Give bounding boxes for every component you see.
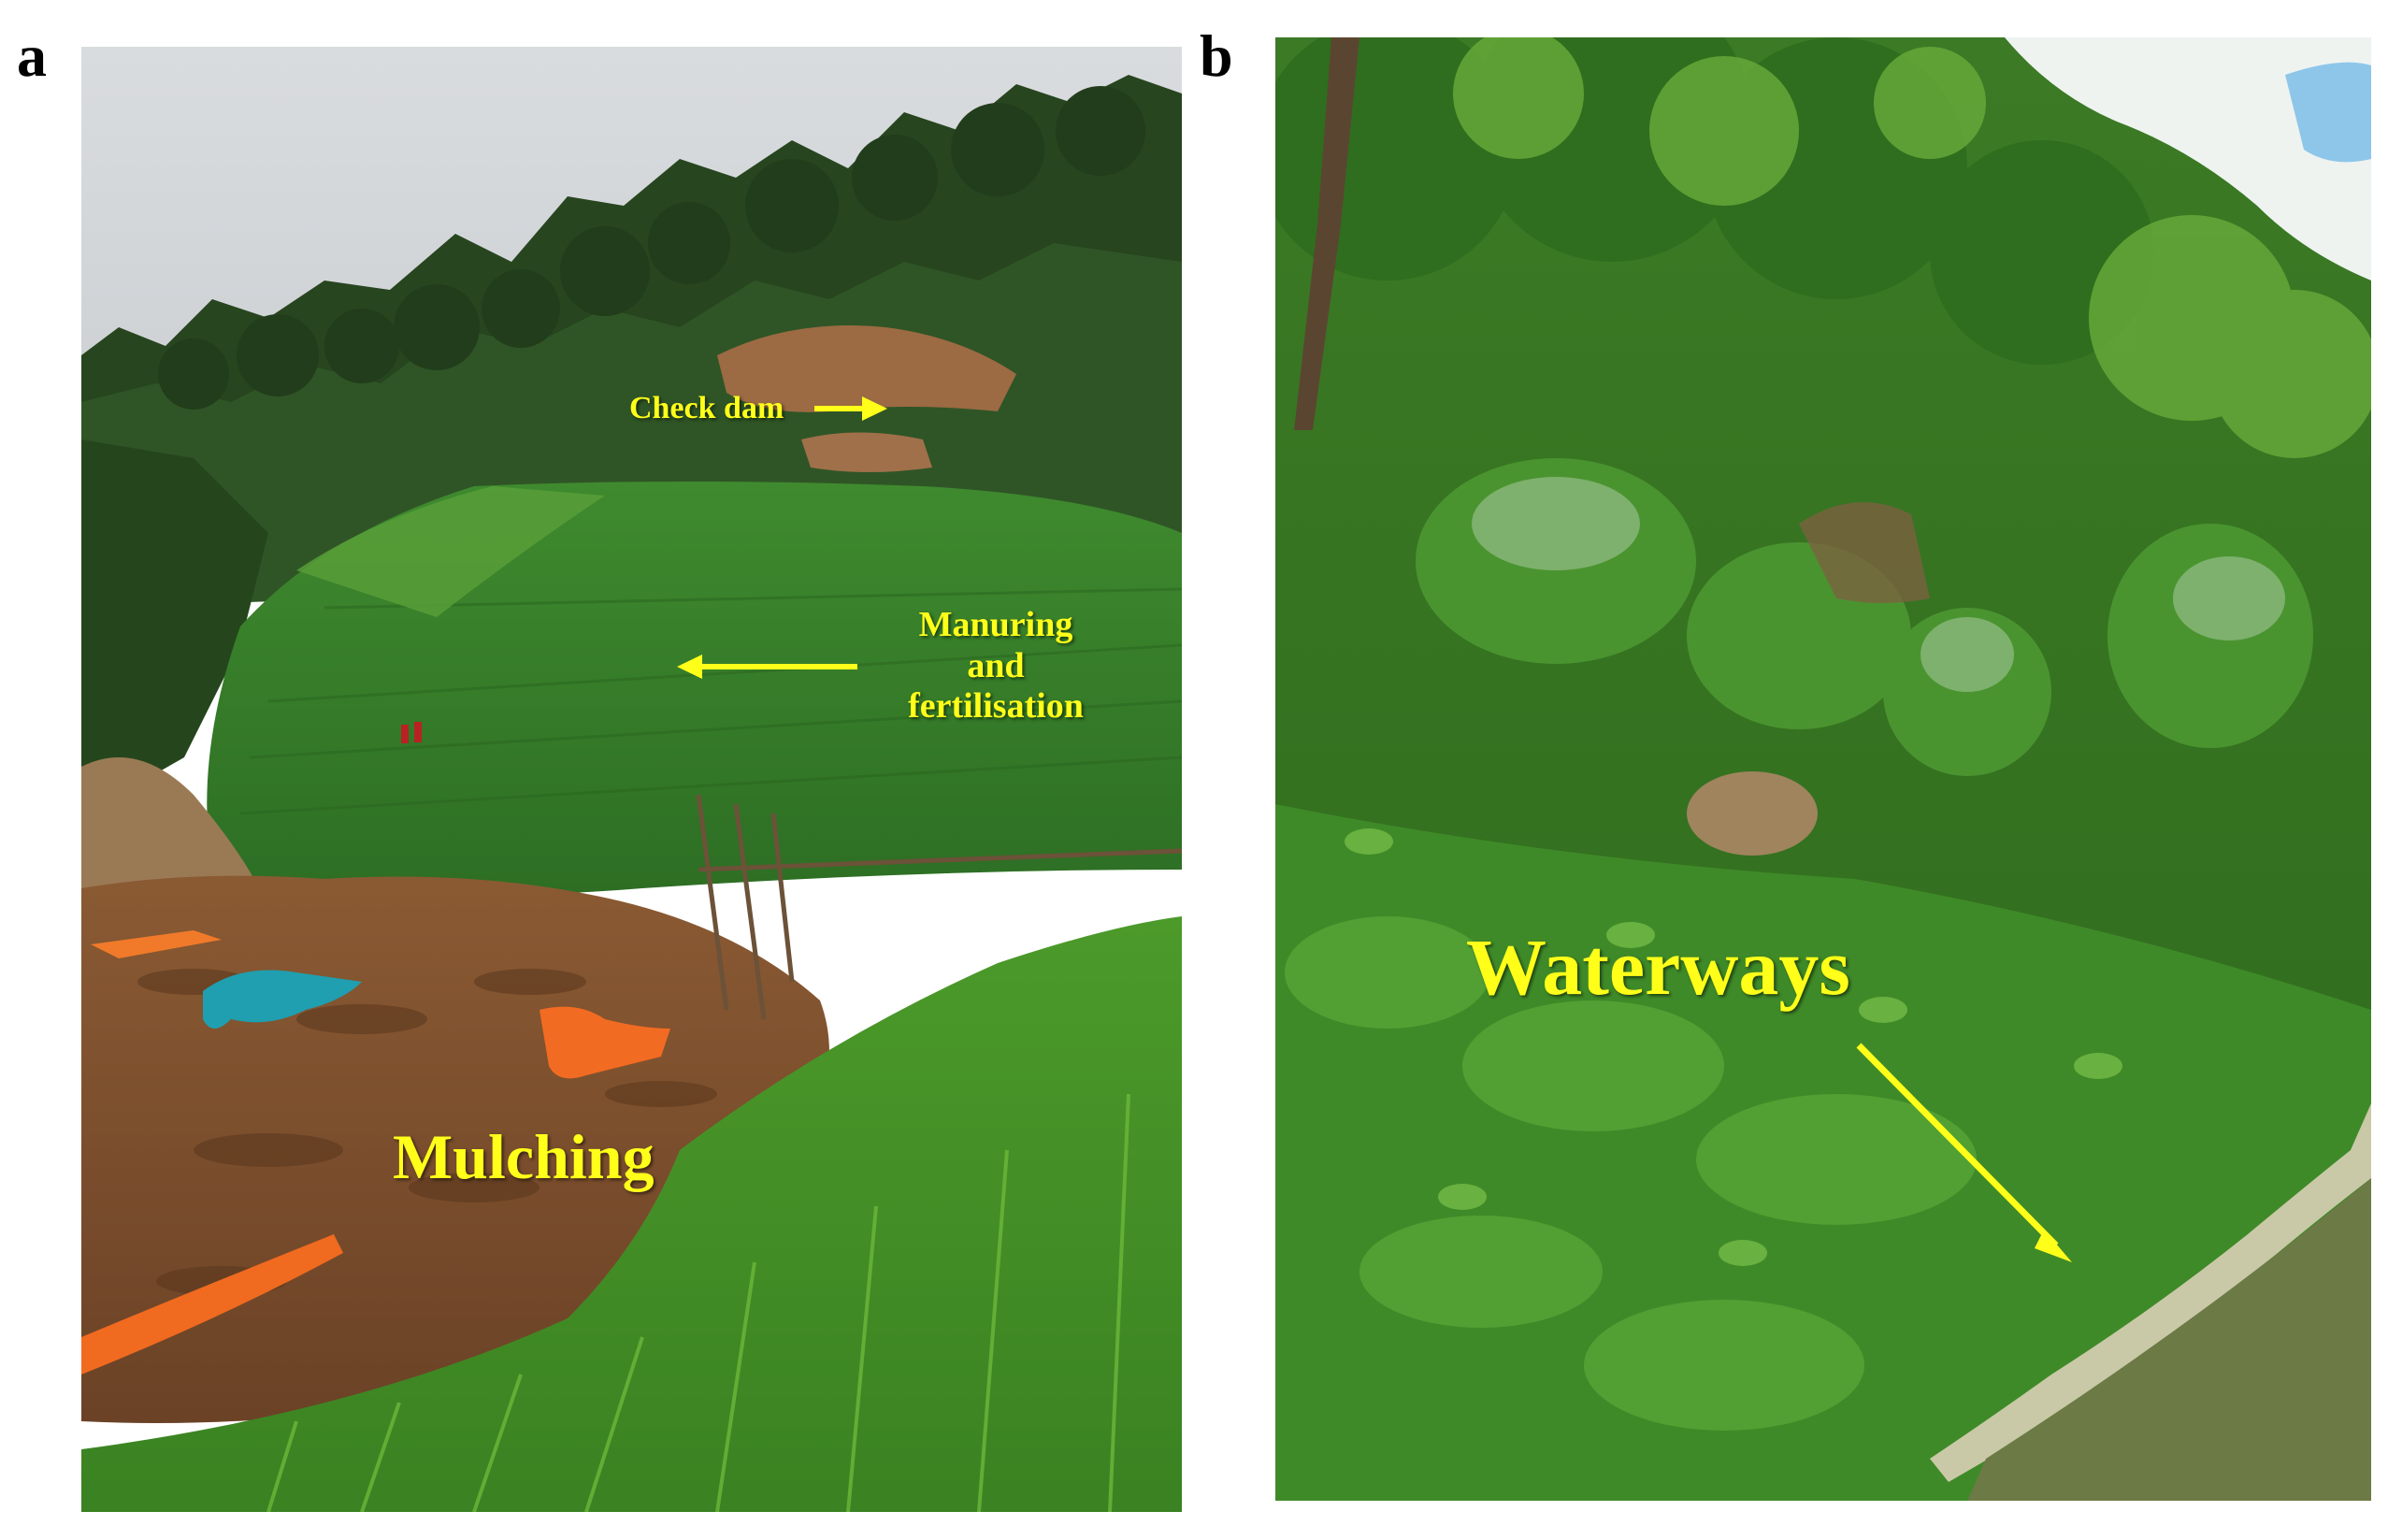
waterways-label: Waterways [1466,922,1850,1012]
photo-panel-a [81,47,1182,1512]
manuring-fertilisation-label: Manuring and fertilisation [860,605,1131,727]
check-dam-label: Check dam [629,391,784,425]
photo-b-illustration [1275,37,2371,1501]
manuring-label-line3: fertilisation [908,686,1084,727]
manuring-arrow [677,655,857,679]
mulching-label: Mulching [393,1121,655,1192]
panel-letter-b: b [1200,22,1233,89]
panel-letter-a: a [17,22,47,89]
manuring-label-line2: and [967,645,1025,685]
waterways-arrow [1856,1043,2072,1262]
manuring-label-line1: Manuring [918,605,1073,644]
photo-a-illustration [81,47,1182,1512]
check-dam-arrow [814,396,887,421]
photo-panel-b [1275,37,2371,1501]
